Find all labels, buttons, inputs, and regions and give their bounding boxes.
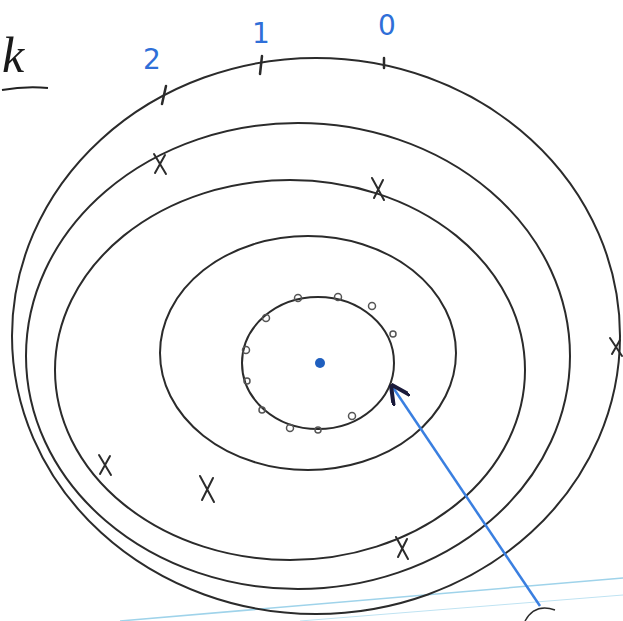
tick-mark [260, 56, 262, 74]
circle-third [55, 180, 525, 560]
circle-outer [12, 58, 620, 614]
centre-dot [315, 358, 325, 368]
sketch-stroke [525, 608, 555, 621]
heading-letter: k [2, 30, 24, 80]
scale-number: 0 [378, 12, 396, 40]
notebook-line [300, 595, 623, 621]
tick-mark [162, 86, 166, 104]
tick-mark [383, 58, 386, 68]
cross-marks [99, 154, 622, 559]
scale-number: 1 [252, 20, 270, 48]
scale-number: 2 [143, 46, 161, 74]
pointer-arrow [392, 386, 540, 606]
heading-underline [2, 87, 48, 90]
circle-fourth [160, 236, 456, 470]
circle-second [26, 123, 570, 589]
circle-inner [242, 297, 394, 429]
notebook-line [120, 578, 623, 621]
point-marks [243, 294, 397, 434]
